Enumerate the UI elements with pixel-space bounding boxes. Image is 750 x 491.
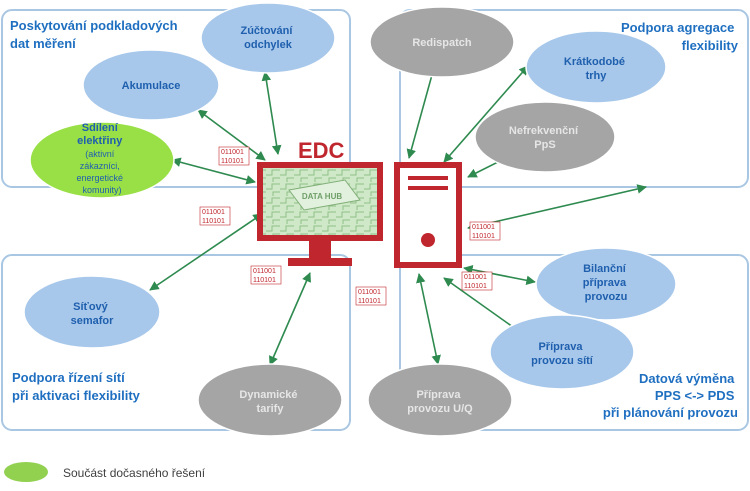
svg-text:011001: 011001	[472, 224, 495, 231]
svg-text:Příprava provozu U/Q: Příprava provozu U/Q	[407, 389, 473, 415]
svg-text:Nefrekvenční PpS: Nefrekvenční PpS	[509, 125, 581, 151]
binary-badge-3: 011001 110101	[250, 265, 282, 285]
svg-text:Bilanční příprava: Bilanční příprava provozu	[583, 263, 629, 303]
node-sdileni: Sdílení elektřiny (aktivní zákazníci, en…	[29, 118, 175, 199]
region-box-top-left	[1, 9, 351, 188]
svg-text:011001: 011001	[358, 289, 381, 296]
svg-text:Sdílení elektřiny: Sdílení elektřiny (aktivní zákazníci, en…	[77, 118, 128, 195]
node-dynamicke: Dynamické tarify	[197, 363, 343, 437]
node-akumulace: Akumulace	[82, 49, 220, 121]
arrow-dynamicke	[269, 272, 311, 366]
arrow-sdileni	[171, 157, 256, 185]
svg-text:011001: 011001	[464, 274, 487, 281]
arrow-redispatch	[406, 63, 438, 159]
svg-text:110101: 110101	[221, 158, 244, 165]
region-title-bottom-right: Datová výměna PPS <-> PDS při plánování …	[603, 371, 738, 420]
svg-text:Příprava provozu sítí: Příprava provozu sítí	[531, 341, 594, 367]
node-bilancni: Bilanční příprava provozu	[535, 247, 677, 321]
region-title-top-left: Poskytování podkladových dat měření	[10, 18, 181, 51]
arrow-kratkodobe	[443, 65, 529, 163]
node-sitovy: Síťový semafor	[23, 275, 161, 349]
svg-text:110101: 110101	[464, 283, 487, 290]
node-priprava-uq: Příprava provozu U/Q	[367, 363, 513, 437]
node-priprava-siti: Příprava provozu sítí	[489, 314, 635, 390]
svg-text:Síťový semafor: Síťový semafor	[71, 301, 115, 327]
arrow-akumulace	[197, 109, 266, 161]
svg-text:110101: 110101	[472, 233, 495, 240]
edc-title: EDC	[298, 138, 345, 163]
binary-badges: 011001 110101 011001 110101 011001 11010…	[199, 146, 501, 306]
data-hub-label: DATA HUB	[302, 192, 343, 201]
svg-text:011001: 011001	[253, 268, 276, 275]
svg-text:011001: 011001	[221, 149, 244, 156]
node-nefrekvencni: Nefrekvenční PpS	[474, 101, 616, 173]
data-hub-monitor-icon: DATA HUB	[257, 162, 383, 266]
svg-text:Dynamické tarify: Dynamické tarify	[239, 389, 300, 415]
arrow-right-edge	[467, 184, 647, 231]
node-redispatch: Redispatch	[369, 6, 515, 78]
arrow-bilancni	[463, 264, 536, 286]
arrow-zuctovani	[261, 71, 282, 155]
binary-badge-5: 011001 110101	[469, 221, 501, 241]
legend: Součást dočasného řešení	[4, 462, 206, 482]
svg-text:Zúčtování odchylek: Zúčtování odchylek	[240, 25, 295, 51]
svg-text:110101: 110101	[358, 298, 381, 305]
legend-label: Součást dočasného řešení	[63, 466, 206, 480]
binary-badge-1: 011001 110101	[218, 146, 250, 166]
node-zuctovani: Zúčtování odchylek	[200, 2, 336, 74]
binary-badge-4: 011001 110101	[355, 286, 387, 306]
svg-text:Akumulace: Akumulace	[122, 80, 181, 92]
binary-badge-6: 011001 110101	[461, 271, 493, 291]
svg-text:110101: 110101	[253, 277, 276, 284]
node-kratkodobe: Krátkodobé trhy	[525, 30, 667, 104]
svg-text:Krátkodobé trhy: Krátkodobé trhy	[564, 56, 628, 82]
svg-text:110101: 110101	[202, 218, 225, 225]
region-title-top-right: Podpora agregace flexibility	[621, 20, 739, 53]
arrow-sitovy	[149, 213, 263, 291]
region-title-bottom-left: Podpora řízení sítí při aktivaci flexibi…	[12, 370, 141, 403]
svg-text:011001: 011001	[202, 209, 225, 216]
server-icon	[394, 162, 462, 268]
svg-text:Redispatch: Redispatch	[412, 37, 472, 49]
arrow-priprava-siti	[443, 277, 521, 333]
arrow-priprava-uq	[416, 273, 441, 365]
legend-swatch	[4, 462, 48, 482]
binary-badge-2: 011001 110101	[199, 206, 231, 226]
